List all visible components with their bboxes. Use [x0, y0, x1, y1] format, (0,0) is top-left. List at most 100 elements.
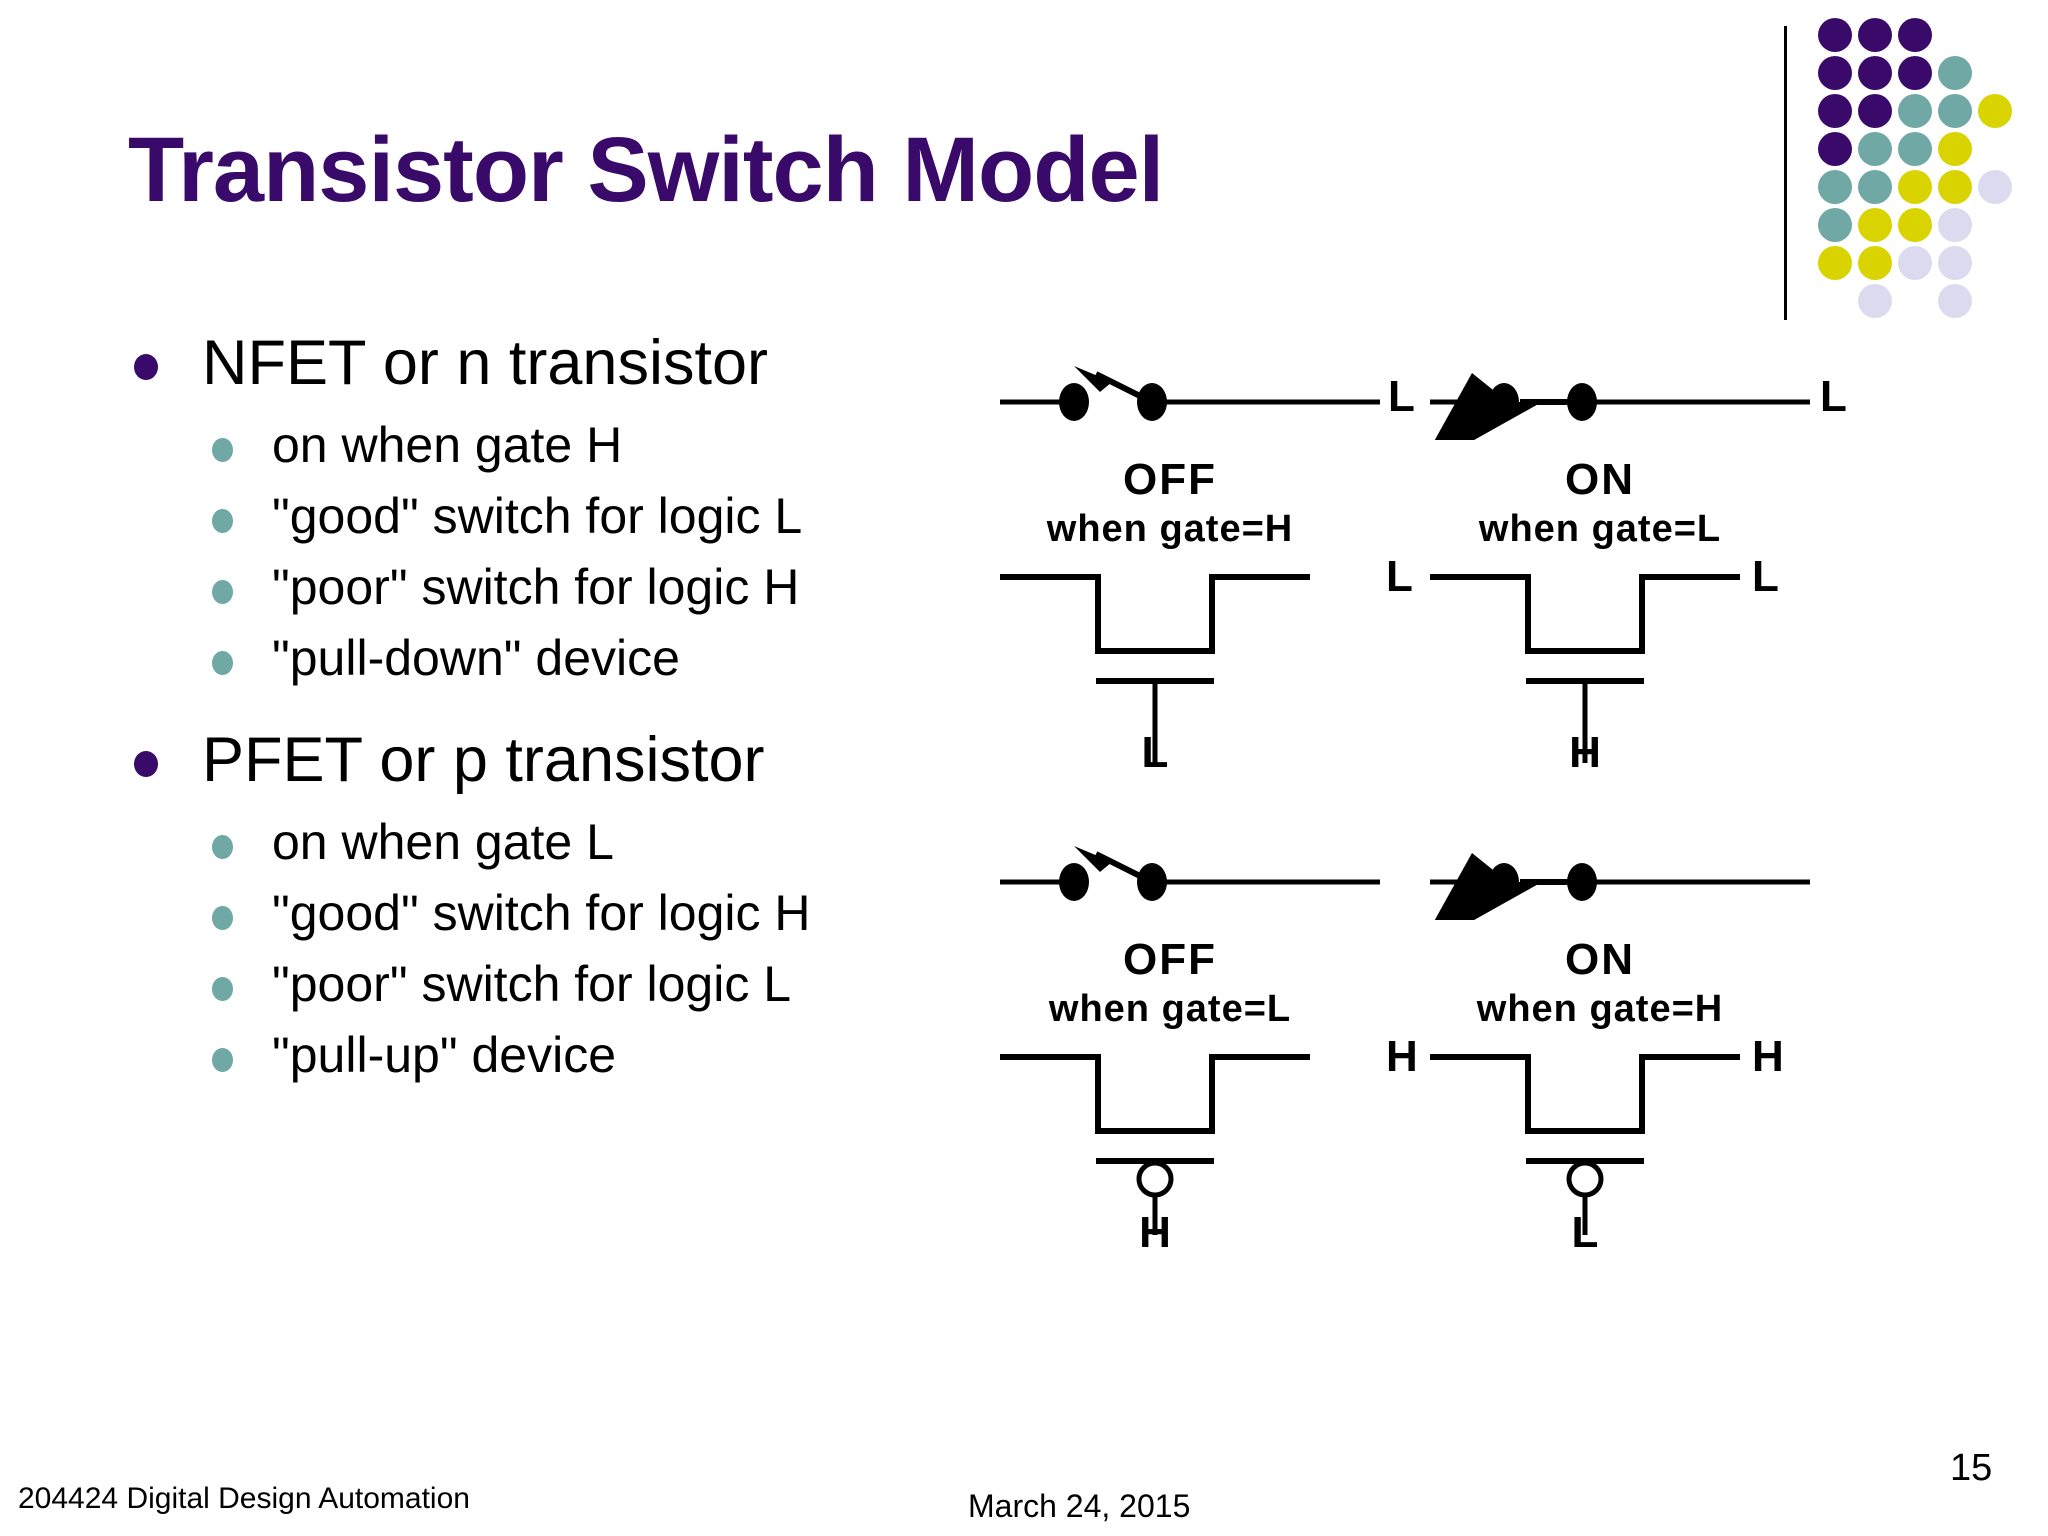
pfet-off-switch-arrowhead: [1074, 846, 1112, 872]
logo-dot-lavender: [1938, 208, 1972, 242]
bullet-level2-label: "pull-down" device: [272, 629, 680, 686]
logo-dot-lavender: [1898, 246, 1932, 280]
logo-dot-teal: [1898, 132, 1932, 166]
pfet-off-switch-contact-left: [1059, 863, 1089, 901]
nfet-off-fet-graphic: [1000, 574, 1310, 763]
nfet-on-switch-terminal-right-label: L: [1820, 372, 1847, 421]
bullet-level1-pfet: PFET or p transistor: [120, 724, 1000, 795]
page-title: Transistor Switch Model: [128, 119, 1164, 221]
bullet-dot-icon: [134, 750, 158, 777]
pfet-on-fet-channel: [1430, 1054, 1740, 1134]
footer-page-number: 15: [1950, 1447, 1993, 1489]
pfet-off-fet-gate-label: H: [1139, 1208, 1171, 1257]
bullet-level1-label: NFET or n transistor: [202, 328, 768, 398]
logo-dot-teal: [1818, 170, 1852, 204]
nfet-off-fet-channel: [1000, 574, 1310, 654]
pfet-on-switch-contact-right: [1567, 863, 1597, 901]
bullet-level2-pfet-1: "good" switch for logic H: [120, 886, 1000, 940]
bullet-level2-label: "good" switch for logic H: [272, 884, 811, 941]
logo-dot-lavender: [1858, 284, 1892, 318]
nfet-on-switch-contact-right: [1567, 383, 1597, 421]
bullet-level1-nfet: NFET or n transistor: [120, 330, 1000, 397]
pfet-on-switch-graphic: [1430, 853, 1810, 920]
pfet-on-switch-contact-left: [1489, 863, 1519, 901]
logo-dot-lavender: [1938, 246, 1972, 280]
nfet-on-condition-label: when gate=L: [1478, 508, 1722, 550]
footer-course-label: 204424 Digital Design Automation: [18, 1482, 470, 1515]
bullet-level2-label: "poor" switch for logic L: [272, 955, 792, 1012]
pfet-on-fet-terminal-left-label: H: [1386, 1032, 1418, 1081]
bullet-level2-label: on when gate L: [272, 813, 614, 870]
pfet-off-fet-channel: [1000, 1054, 1310, 1134]
logo-dot-teal: [1938, 56, 1972, 90]
logo-dot-purple: [1858, 18, 1892, 52]
nfet-off-state-label: OFF: [1123, 455, 1217, 504]
bullet-level2-label: "poor" switch for logic H: [272, 558, 800, 615]
bullet-level2-nfet-0: on when gate H: [120, 418, 1000, 472]
nfet-off-switch-contact-left: [1059, 383, 1089, 421]
logo-divider-line: [1784, 26, 1787, 320]
bullet-dot-icon: [212, 437, 233, 462]
bullet-level2-label: on when gate H: [272, 416, 623, 473]
bullet-level2-nfet-1: "good" switch for logic L: [120, 489, 1000, 543]
pfet-off-condition-label: when gate=L: [1048, 988, 1292, 1030]
logo-dot-purple: [1858, 94, 1892, 128]
bullet-dot-icon: [212, 976, 233, 1001]
nfet-on-switch-terminal-left-label: L: [1388, 372, 1415, 421]
logo-dot-yellow: [1858, 246, 1892, 280]
pfet-on-fet-gate-label: L: [1571, 1208, 1599, 1257]
logo-dot-yellow: [1978, 94, 2012, 128]
nfet-off-switch-graphic: [1000, 366, 1380, 421]
pfet-on-condition-label: when gate=H: [1476, 988, 1724, 1030]
bullet-level2-pfet-0: on when gate L: [120, 815, 1000, 869]
pfet-on-fet-bubble-icon: [1566, 1160, 1604, 1198]
nfet-off-switch-contact-right: [1137, 383, 1167, 421]
logo-dot-teal: [1898, 94, 1932, 128]
bullet-level1-label: PFET or p transistor: [202, 724, 765, 795]
logo-dot-yellow: [1938, 132, 1972, 166]
logo-dot-lavender: [1978, 170, 2012, 204]
bullet-dot-icon: [212, 905, 233, 930]
nfet-on-fet-terminal-left-label: L: [1386, 552, 1413, 601]
nfet-on-fet-graphic: [1430, 574, 1740, 763]
nfet-on-switch-graphic: [1430, 373, 1810, 440]
logo-dot-yellow: [1818, 246, 1852, 280]
logo-dot-purple: [1818, 94, 1852, 128]
logo-dot-purple: [1858, 56, 1892, 90]
nfet-on-switch-contact-left: [1489, 383, 1519, 421]
pfet-off-fet-graphic: [1000, 1054, 1310, 1235]
nfet-on-fet-channel: [1430, 574, 1740, 654]
pfet-off-state-label: OFF: [1123, 935, 1217, 984]
pfet-on-state-label: ON: [1565, 935, 1635, 984]
bullet-dot-icon: [134, 354, 158, 380]
pfet-on-fet-terminal-right-label: H: [1752, 1032, 1784, 1081]
nfet-on-fet-terminal-right-label: L: [1752, 552, 1779, 601]
pfet-off-switch-contact-right: [1137, 863, 1167, 901]
dot-matrix-logo: [1818, 18, 2038, 318]
logo-dot-lavender: [1938, 284, 1972, 318]
logo-dot-teal: [1818, 208, 1852, 242]
bullet-level2-nfet-2: "poor" switch for logic H: [120, 560, 1000, 614]
nfet-on-switch-arrowhead: [1434, 373, 1542, 440]
bullet-dot-icon: [212, 834, 233, 859]
logo-dot-yellow: [1898, 170, 1932, 204]
logo-dot-yellow: [1898, 208, 1932, 242]
pfet-off-fet-bubble-icon: [1136, 1160, 1174, 1198]
logo-dot-purple: [1818, 56, 1852, 90]
nfet-on-fet-gate-label: H: [1569, 728, 1601, 777]
pfet-off-switch-graphic: [1000, 846, 1380, 901]
logo-dot-purple: [1818, 132, 1852, 166]
nfet-off-condition-label: when gate=H: [1046, 508, 1294, 550]
logo-dot-purple: [1818, 18, 1852, 52]
logo-dot-teal: [1858, 170, 1892, 204]
nfet-on-state-label: ON: [1565, 455, 1635, 504]
bullet-dot-icon: [212, 650, 233, 675]
logo-dot-purple: [1898, 18, 1932, 52]
footer-date: March 24, 2015: [968, 1488, 1191, 1524]
logo-dot-yellow: [1858, 208, 1892, 242]
bullet-level2-pfet-2: "poor" switch for logic L: [120, 957, 1000, 1011]
logo-dot-yellow: [1938, 170, 1972, 204]
bullet-level2-pfet-3: "pull-up" device: [120, 1028, 1000, 1082]
logo-dot-teal: [1938, 94, 1972, 128]
